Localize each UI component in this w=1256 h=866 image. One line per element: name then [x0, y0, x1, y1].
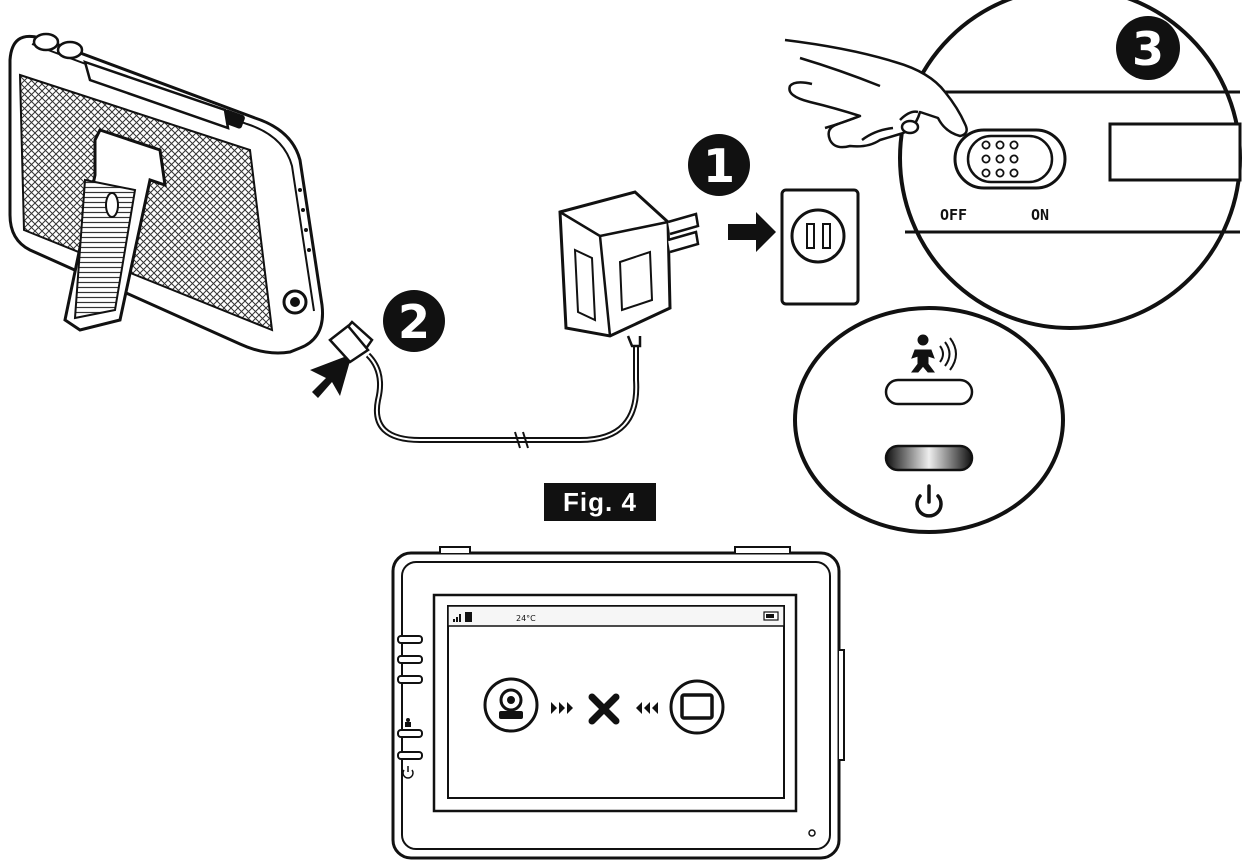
baby-sound-icon	[911, 334, 957, 373]
camera-icon	[483, 677, 539, 733]
svg-text:1: 1	[703, 139, 735, 193]
signal-arrows-right	[636, 702, 658, 714]
power-led	[884, 444, 974, 472]
status-light	[808, 829, 816, 837]
side-baby-icon	[405, 718, 411, 727]
figure-label: Fig. 4	[544, 483, 656, 521]
signal-bars-icon	[453, 614, 461, 622]
sound-led	[884, 378, 974, 406]
switch-on-label: ON	[1031, 206, 1049, 224]
monitor-front-view: 24°C	[391, 546, 845, 860]
monitor-icon	[669, 679, 725, 735]
side-buttons	[397, 635, 423, 760]
switch-grip-dots	[981, 140, 1019, 178]
power-cable	[328, 320, 640, 449]
power-switch-callout: OFF ON	[898, 0, 1242, 330]
hand-icon	[784, 38, 968, 149]
step-badge-1: 1	[688, 134, 750, 196]
plug-in-arrow	[728, 212, 776, 252]
insert-arrow	[310, 354, 352, 398]
wall-outlet	[780, 188, 860, 306]
svg-text:3: 3	[1132, 22, 1164, 76]
switch-off-label: OFF	[940, 206, 967, 224]
step-badge-2: 2	[383, 290, 445, 352]
power-icon	[915, 484, 943, 518]
signal-arrows-left	[551, 702, 573, 714]
step-badge-3: 3	[1116, 16, 1180, 80]
monitor-rear-view	[8, 32, 325, 355]
indicator-callout	[793, 306, 1065, 534]
temperature-readout: 24°C	[516, 614, 536, 623]
x-icon	[588, 693, 620, 725]
side-power-icon	[402, 766, 414, 779]
power-adapter	[558, 190, 700, 348]
svg-text:2: 2	[398, 295, 430, 349]
camera-status-icon	[465, 612, 472, 622]
